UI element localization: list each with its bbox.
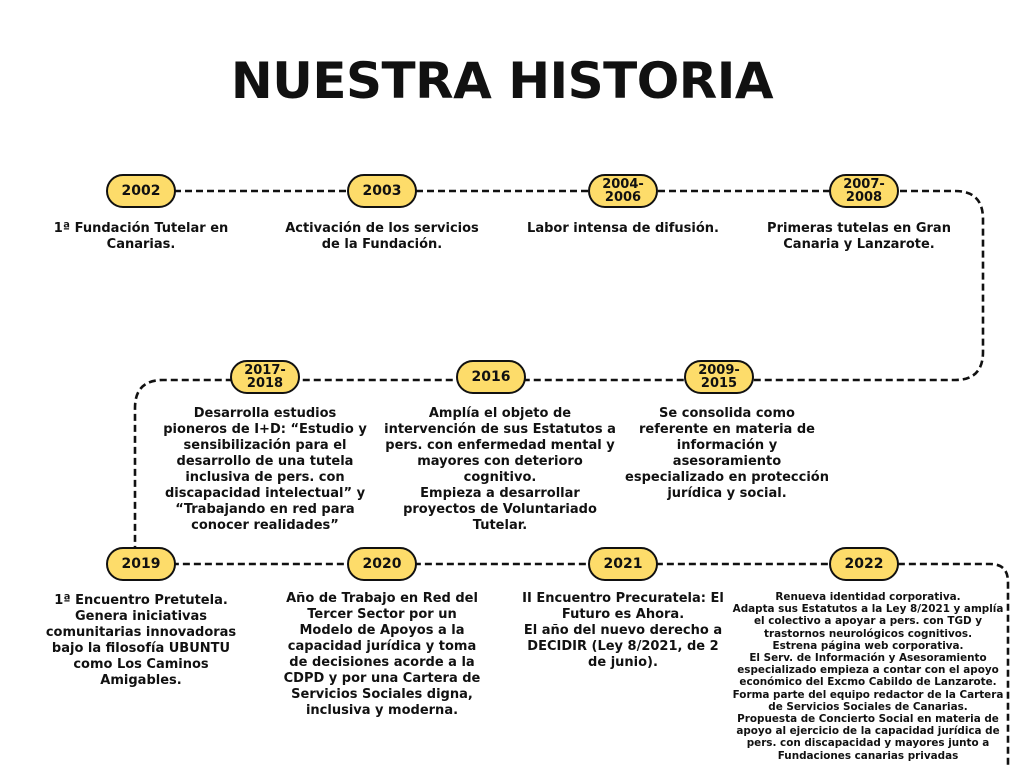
year-badge-2004-2006: 2004- 2006 <box>588 174 658 208</box>
year-badge-2003: 2003 <box>347 174 417 208</box>
event-description-2009-2015: Se consolida como referente en materia d… <box>625 406 829 501</box>
event-description-2004-2006: Labor intensa de difusión. <box>527 221 719 236</box>
event-description-2002: 1ª Fundación Tutelar en Canarias. <box>53 221 229 252</box>
year-badge-2021: 2021 <box>588 547 658 581</box>
year-badge-2009-2015: 2009- 2015 <box>684 360 754 394</box>
year-badge-2022: 2022 <box>829 547 899 581</box>
page-title: NUESTRA HISTORIA <box>230 52 774 110</box>
year-badge-2016: 2016 <box>456 360 526 394</box>
year-badge-2017-2018: 2017- 2018 <box>230 360 300 394</box>
event-description-2021: II Encuentro Precuratela: El Futuro es A… <box>522 591 724 670</box>
event-description-2020: Año de Trabajo en Red del Tercer Sector … <box>283 591 481 718</box>
event-description-2017-2018: Desarrolla estudios pioneros de I+D: “Es… <box>163 406 367 533</box>
event-description-2019: 1ª Encuentro Pretutela. Genera iniciativ… <box>45 593 237 688</box>
event-description-2022: Renueva identidad corporativa. Adapta su… <box>732 591 1004 762</box>
event-description-2007-2008: Primeras tutelas en Gran Canaria y Lanza… <box>767 221 951 252</box>
year-badge-2020: 2020 <box>347 547 417 581</box>
year-badge-2019: 2019 <box>106 547 176 581</box>
year-badge-2002: 2002 <box>106 174 176 208</box>
event-description-2016: Amplía el objeto de intervención de sus … <box>384 406 616 533</box>
timeline-dashed-path <box>133 189 1010 768</box>
year-badge-2007-2008: 2007- 2008 <box>829 174 899 208</box>
event-description-2003: Activación de los servicios de la Fundac… <box>285 221 479 252</box>
